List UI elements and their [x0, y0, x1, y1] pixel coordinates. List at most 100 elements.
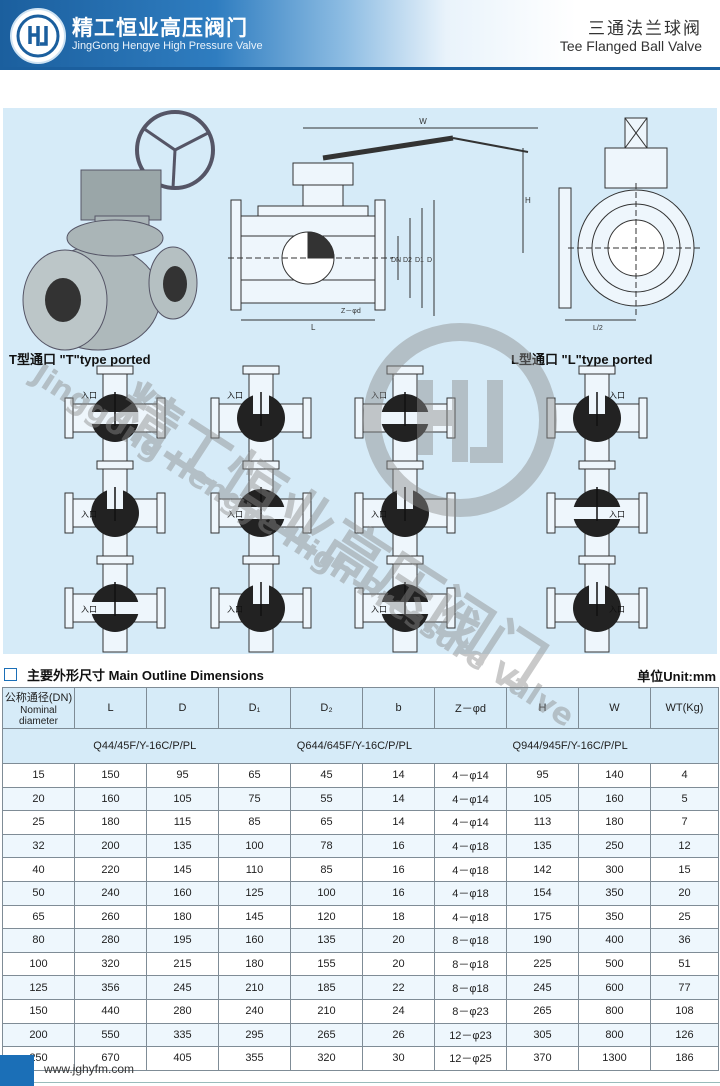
table-cell: 180: [146, 904, 219, 930]
table-cell: 26: [362, 1022, 435, 1048]
svg-text:L/2: L/2: [593, 325, 603, 332]
table-cell: 260: [74, 904, 147, 930]
table-cell: 350: [578, 880, 651, 906]
table-cell: 40: [2, 857, 75, 882]
table-cell: 75: [218, 786, 291, 812]
footer-url: www.jghyfm.com: [44, 1062, 135, 1076]
dimensions-table: 公称通径(DN) Nominal diameter L D D₁ D₂ b Z－…: [2, 687, 719, 1071]
table-cell: 200: [2, 1022, 75, 1048]
table-cell: 200: [74, 833, 147, 859]
table-cell: 8－φ18: [434, 928, 507, 953]
port-diagram: 入口: [546, 555, 648, 653]
table-cell: 100: [218, 833, 291, 859]
header-cell: D: [146, 687, 219, 729]
port-inlet-label: 入口: [609, 391, 625, 400]
model-code: Q644/645F/Y-16C/P/PL: [296, 740, 412, 752]
footer-accent-bar: [0, 1055, 34, 1086]
table-cell: 135: [506, 833, 579, 859]
header-rule: [0, 67, 720, 70]
table-cell: 280: [74, 928, 147, 953]
table-cell: 20: [362, 928, 435, 953]
table-cell: 550: [74, 1022, 147, 1048]
table-cell: 14: [362, 763, 435, 788]
table-cell: 150: [74, 763, 147, 788]
port-inlet-label: 入口: [371, 391, 387, 400]
drawing-panel: W L Z－φd DN D2 D1 D H: [3, 108, 717, 654]
table-cell: 160: [578, 786, 651, 812]
table-cell: 51: [650, 951, 719, 977]
table-cell: 85: [218, 810, 291, 835]
brand-name-en: JingGong Hengye High Pressure Valve: [72, 40, 263, 52]
table-cell: 95: [506, 763, 579, 788]
port-diagram: 入口: [354, 365, 456, 463]
table-cell: 295: [218, 1022, 291, 1048]
table-cell: 20: [362, 951, 435, 977]
model-cell: Q44/45F/Y-16C/P/PL Q644/645F/Y-16C/P/PL …: [2, 728, 719, 764]
table-cell: 105: [146, 786, 219, 812]
table-cell: 350: [578, 904, 651, 930]
table-cell: 22: [362, 975, 435, 1000]
table-cell: 215: [146, 951, 219, 977]
port-diagram: 入口: [546, 460, 648, 558]
table-cell: 142: [506, 857, 579, 882]
brand-logo: [10, 8, 66, 64]
table-cell: 1300: [578, 1046, 651, 1071]
table-cell: 180: [218, 951, 291, 977]
table-cell: 335: [146, 1022, 219, 1048]
header-nominal-diameter: 公称通径(DN) Nominal diameter: [2, 687, 75, 729]
table-cell: 320: [290, 1046, 363, 1071]
svg-text:L: L: [311, 323, 316, 332]
table-cell: 145: [146, 857, 219, 882]
svg-text:D2: D2: [403, 257, 412, 264]
valve-photo: [22, 110, 215, 351]
table-cell: 140: [578, 763, 651, 788]
table-cell: 65: [2, 904, 75, 930]
port-inlet-label: 入口: [371, 605, 387, 614]
table-cell: 8－φ18: [434, 975, 507, 1000]
table-cell: 105: [506, 786, 579, 812]
table-cell: 160: [218, 928, 291, 953]
port-diagram: 入口: [210, 365, 312, 463]
table-cell: 95: [146, 763, 219, 788]
table-cell: 4－φ18: [434, 904, 507, 930]
table-cell: 12－φ23: [434, 1022, 507, 1048]
table-cell: 155: [290, 951, 363, 977]
table-cell: 32: [2, 833, 75, 859]
brand-name-cn: 精工恒业高压阀门: [72, 17, 248, 40]
port-inlet-label: 入口: [227, 391, 243, 400]
table-cell: 210: [218, 975, 291, 1000]
port-inlet-label: 入口: [81, 391, 97, 400]
table-cell: 30: [362, 1046, 435, 1071]
table-cell: 370: [506, 1046, 579, 1071]
table-cell: 110: [218, 857, 291, 882]
table-cell: 16: [362, 857, 435, 882]
table-cell: 145: [218, 904, 291, 930]
header-cell: WT(Kg): [650, 687, 719, 729]
table-cell: 160: [146, 880, 219, 906]
table-cell: 108: [650, 998, 719, 1024]
table-cell: 7: [650, 810, 719, 835]
table-cell: 4－φ14: [434, 786, 507, 812]
logo-mark-icon: [16, 14, 60, 58]
table-cell: 185: [290, 975, 363, 1000]
port-diagram: 入口: [210, 555, 312, 653]
table-cell: 16: [362, 880, 435, 906]
header-cell: D₂: [290, 687, 363, 729]
table-cell: 15: [650, 857, 719, 882]
footer-rule: [34, 1082, 720, 1083]
table-cell: 65: [218, 763, 291, 788]
table-cell: 225: [506, 951, 579, 977]
table-cell: 16: [362, 833, 435, 859]
square-bullet-icon: [4, 668, 17, 681]
table-cell: 12: [650, 833, 719, 859]
port-diagram: 入口: [546, 365, 648, 463]
table-cell: 305: [506, 1022, 579, 1048]
port-diagram-grid: 入口入口入口入口入口入口入口入口入口入口入口入口: [64, 365, 648, 653]
table-cell: 180: [578, 810, 651, 835]
table-cell: 25: [2, 810, 75, 835]
table-cell: 800: [578, 1022, 651, 1048]
